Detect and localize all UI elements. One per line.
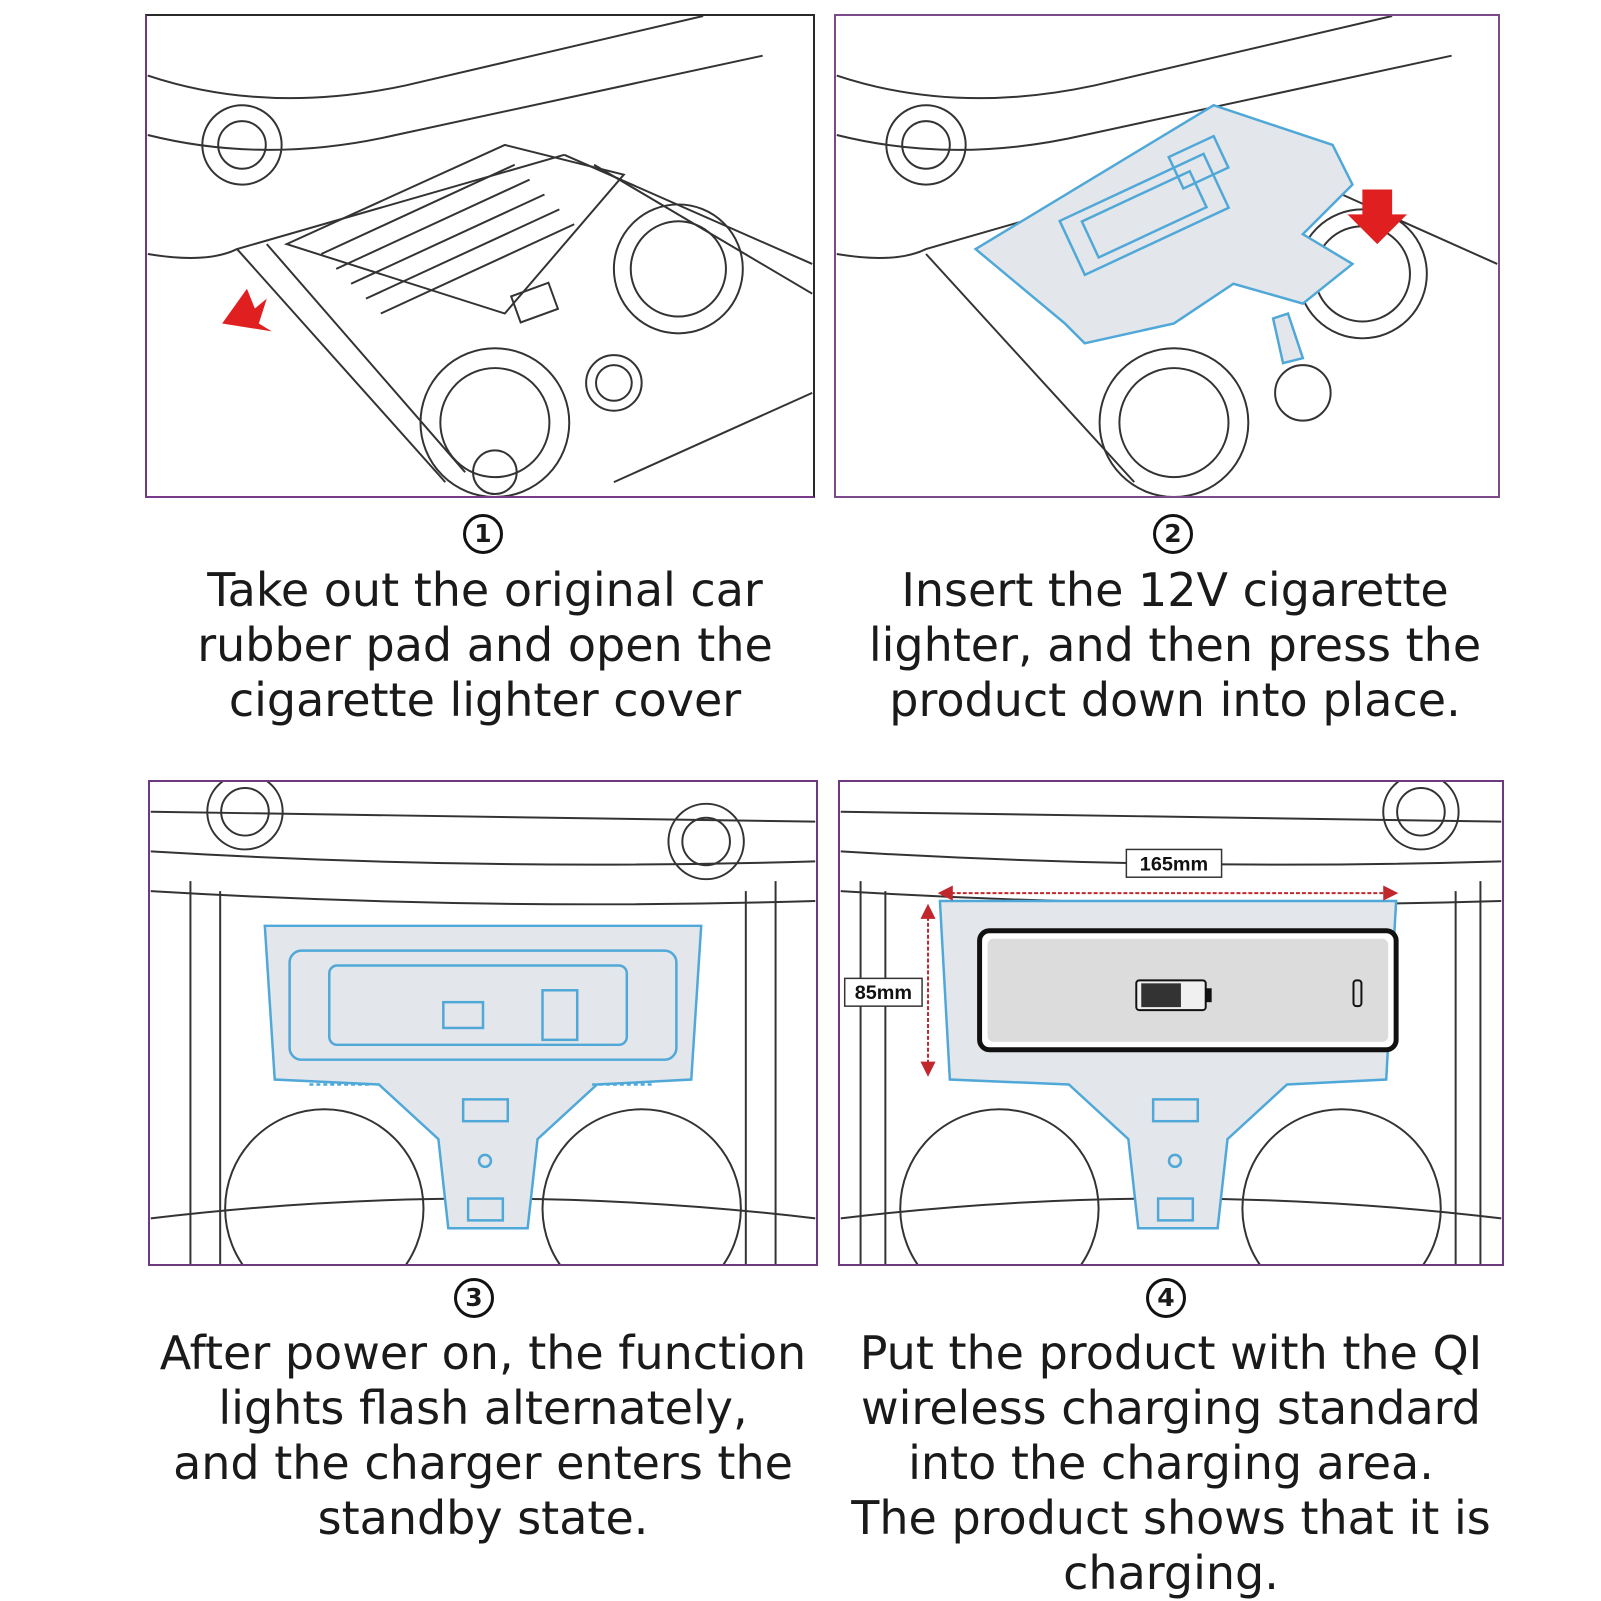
step-2-illustration [834, 14, 1500, 498]
height-dimension-label: 85mm [855, 982, 912, 1004]
step-1-caption: Take out the original car rubber pad and… [197, 563, 773, 727]
smartphone [977, 928, 1399, 1053]
console-drawing [147, 16, 813, 496]
console-drawing [150, 782, 816, 1264]
step-2-number: 2 [1153, 514, 1193, 554]
wireless-charger-product [263, 924, 703, 1230]
wireless-charger-product [973, 103, 1355, 365]
step-3-illustration [148, 780, 818, 1266]
width-dimension-label: 165mm [1140, 853, 1208, 875]
step-1-illustration [145, 14, 815, 498]
step-2-caption: Insert the 12V cigarette lighter, and th… [868, 563, 1482, 727]
arrow-icon [222, 288, 272, 332]
step-3-caption: After power on, the function lights flas… [159, 1326, 807, 1545]
console-drawing: 165mm 85mm [840, 782, 1502, 1264]
arrow-icon [1347, 189, 1407, 245]
step-4-illustration: 165mm 85mm [838, 780, 1504, 1266]
console-drawing [836, 16, 1498, 496]
step-4-caption: Put the product with the QI wireless cha… [851, 1326, 1491, 1600]
step-1-number: 1 [463, 514, 503, 554]
step-4-number: 4 [1146, 1278, 1186, 1318]
step-3-number: 3 [454, 1278, 494, 1318]
